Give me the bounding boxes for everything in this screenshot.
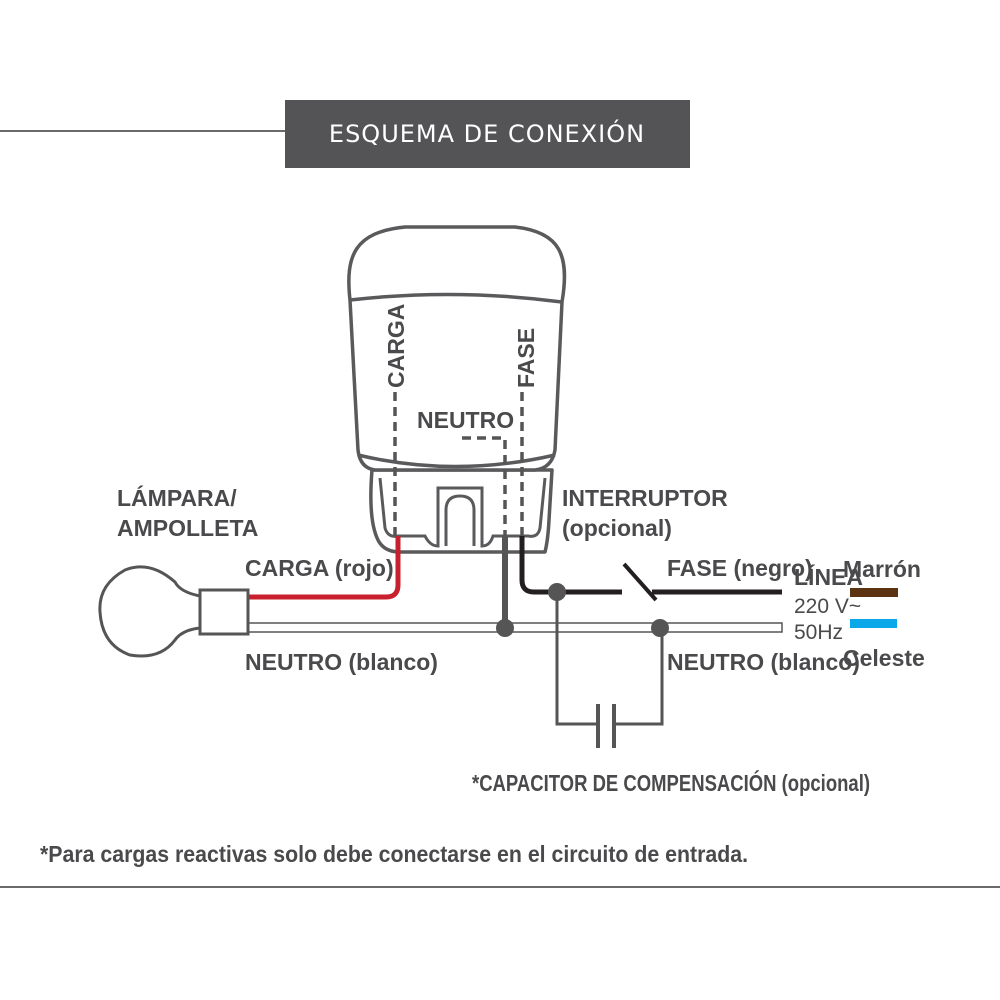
footnote: *Para cargas reactivas solo debe conecta… <box>40 841 748 867</box>
switch-label-1: INTERRUPTOR <box>562 485 728 511</box>
legend-brown-label: Marrón <box>843 556 921 582</box>
neutral-white-wire <box>247 622 783 633</box>
device-label-neutro: NEUTRO <box>417 407 514 433</box>
junction-dot <box>651 619 669 637</box>
page-title: ESQUEMA DE CONEXIÓN <box>329 118 645 148</box>
switch-label-2: (opcional) <box>562 515 672 541</box>
junction-dot <box>548 583 566 601</box>
blue-wire-swatch <box>850 619 897 628</box>
black-phase-wire <box>519 536 622 595</box>
photocell-device <box>347 225 567 554</box>
lamp-label-2: AMPOLLETA <box>117 515 258 541</box>
line-voltage: 220 V~ <box>794 595 861 618</box>
red-load-wire <box>248 536 401 600</box>
neutro-left-label: NEUTRO (blanco) <box>245 649 438 675</box>
switch-lever <box>622 562 658 602</box>
title-box <box>285 100 690 168</box>
neutro-right-label: NEUTRO (blanco) <box>667 649 860 675</box>
line-title: LÍNEA <box>794 563 863 590</box>
brown-wire-swatch <box>850 588 898 597</box>
lamp-label-1: LÁMPARA/ <box>117 484 237 511</box>
capacitor-wiring <box>555 592 664 726</box>
device-label-fase: FASE <box>513 328 539 388</box>
lamp-bulb-icon <box>98 565 250 658</box>
fase-wire-label: FASE (negro) <box>667 555 813 581</box>
legend-blue-label: Celeste <box>843 645 925 671</box>
device-label-carga: CARGA <box>383 304 409 388</box>
carga-wire-label: CARGA (rojo) <box>245 555 394 581</box>
neutro-dashed-line <box>462 436 507 538</box>
junction-dot <box>496 619 514 637</box>
capacitor-label: *CAPACITOR DE COMPENSACIÓN (opcional) <box>472 769 870 796</box>
line-frequency: 50Hz <box>794 621 843 644</box>
